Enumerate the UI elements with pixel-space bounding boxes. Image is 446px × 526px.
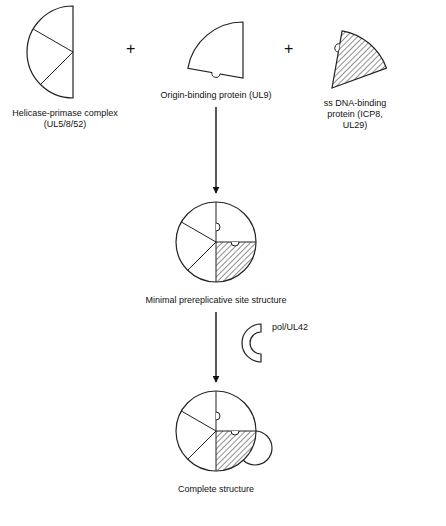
- process-arrow: [215, 107, 216, 193]
- protein-shape: [171, 386, 281, 476]
- node-label: Complete structure: [116, 484, 316, 495]
- prereplicative-node: Minimal prereplicative site structure: [116, 197, 316, 306]
- protein-shape: [18, 4, 78, 100]
- complete-node: Complete structure: [116, 386, 316, 495]
- plus-sign: +: [126, 40, 135, 58]
- protein-shape: [171, 197, 261, 287]
- protein-shape: [183, 22, 253, 82]
- protein-shape: [236, 322, 266, 364]
- origin-binding-node: Origin-binding protein (UL9): [160, 22, 272, 101]
- process-arrow: [215, 312, 216, 382]
- node-label: Helicase-primase complex (UL5/8/52): [0, 108, 130, 130]
- plus-sign: +: [284, 40, 293, 58]
- ssdna-binding-node: ss DNA-binding protein (ICP8, UL29): [320, 26, 390, 131]
- pol-node: pol/UL42: [236, 322, 346, 364]
- node-label: Origin-binding protein (UL9): [160, 90, 272, 101]
- node-label: pol/UL42: [272, 322, 308, 333]
- node-label: ss DNA-binding protein (ICP8, UL29): [320, 98, 390, 131]
- node-label: Minimal prereplicative site structure: [116, 295, 316, 306]
- protein-shape: [328, 26, 390, 90]
- helicase-primase-node: Helicase-primase complex (UL5/8/52): [0, 4, 130, 130]
